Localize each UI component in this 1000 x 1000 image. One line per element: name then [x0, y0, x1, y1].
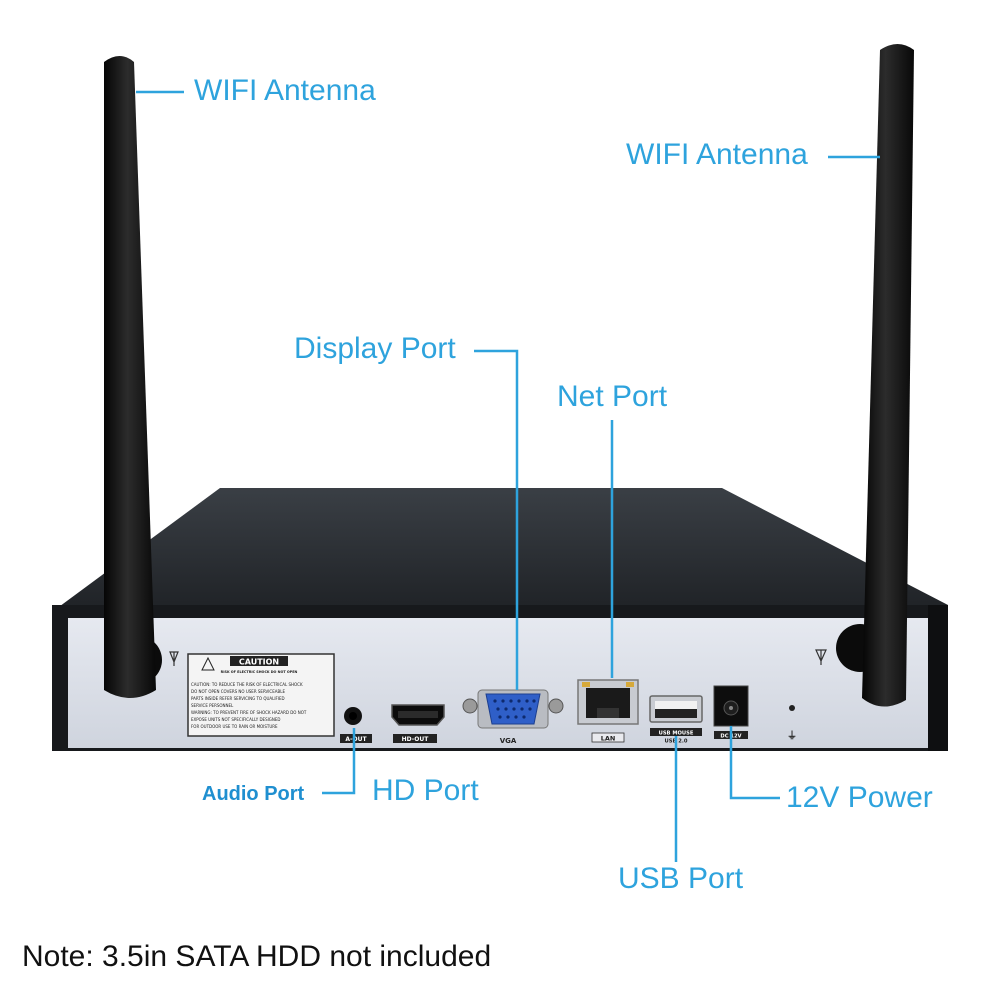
- callout-lines: [136, 90, 880, 862]
- lan-port: LAN: [577, 679, 639, 743]
- svg-text:⏚: ⏚: [787, 730, 797, 742]
- callout-12v-power: 12V Power: [786, 781, 933, 814]
- ground-screw: ⏚: [787, 705, 797, 742]
- antenna-left: [104, 56, 162, 698]
- antenna-right: [836, 44, 914, 707]
- hdmi-port: HD-OUT: [391, 704, 445, 743]
- callout-hd-port: HD Port: [372, 774, 479, 807]
- caution-sub: RISK OF ELECTRIC SHOCK DO NOT OPEN: [221, 670, 298, 674]
- callout-display-port: Display Port: [294, 332, 456, 365]
- antenna-symbol-right: [815, 649, 827, 665]
- device-side-right: [928, 605, 948, 751]
- vga-port: VGA: [462, 689, 564, 745]
- caution-line: SERVICE PERSONNEL: [191, 703, 234, 708]
- usb-label: USB MOUSE: [659, 731, 694, 737]
- vga-label: VGA: [500, 737, 517, 745]
- hdd-note: Note: 3.5in SATA HDD not included: [22, 940, 492, 973]
- lan-label: LAN: [601, 735, 616, 743]
- hdout-label: HD-OUT: [402, 736, 430, 743]
- caution-line: WARNING: TO PREVENT FIRE OF SHOCK HAZARD…: [191, 710, 307, 715]
- caution-label: CAUTION RISK OF ELECTRIC SHOCK DO NOT OP…: [187, 653, 335, 737]
- caution-line: PARTS INSIDE REFER SERVICING TO QUALIFIE…: [191, 696, 285, 701]
- caution-line: FOR OUTDOOR USE TO RAIN OR MOISTURE: [191, 724, 278, 729]
- usb-port: USB MOUSE USB 2.0: [649, 695, 703, 745]
- caution-title: CAUTION: [239, 658, 279, 667]
- audio-out-port: A-OUT: [340, 707, 372, 743]
- callout-audio-port: Audio Port: [202, 783, 305, 805]
- aout-label: A-OUT: [345, 736, 367, 743]
- callout-usb-port: USB Port: [618, 862, 744, 895]
- display-port-leader: [474, 349, 519, 690]
- antenna-symbol-left: [169, 651, 179, 666]
- caution-line: DO NOT OPEN COVERS NO USER SERVICEABLE: [191, 689, 285, 694]
- device-top-surface: [52, 488, 948, 612]
- caution-line: CAUTION: TO REDUCE THE RISK OF ELECTRICA…: [191, 682, 303, 687]
- callout-net-port: Net Port: [557, 380, 668, 413]
- audio-port-leader: [322, 728, 356, 795]
- power-leader: [729, 726, 780, 800]
- callout-wifi-antenna-right: WIFI Antenna: [626, 138, 808, 171]
- caution-line: EXPOSE UNITS NOT SPECIFICALLY DESIGNED: [191, 717, 281, 722]
- caution-text-lines: CAUTION: TO REDUCE THE RISK OF ELECTRICA…: [191, 682, 307, 729]
- callout-wifi-antenna-left: WIFI Antenna: [194, 74, 376, 107]
